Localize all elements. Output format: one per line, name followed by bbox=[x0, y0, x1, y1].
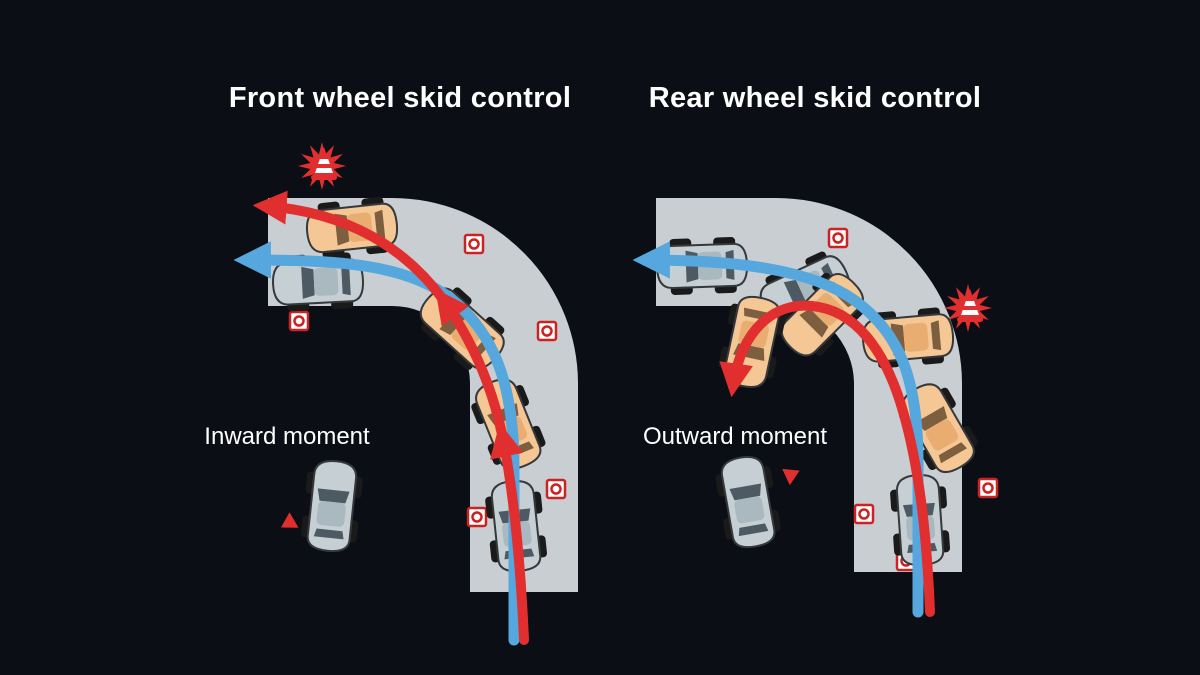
car-icon bbox=[298, 457, 366, 555]
moment-label: Outward moment bbox=[642, 423, 828, 450]
road-marker-icon bbox=[288, 310, 310, 332]
car-icon bbox=[711, 451, 785, 553]
road-marker-icon bbox=[827, 227, 849, 249]
road-marker-icon bbox=[545, 478, 567, 500]
skid-path-arrow bbox=[252, 190, 529, 645]
panel-title: Front wheel skid control bbox=[228, 82, 572, 114]
front-wheel-skid-canvas bbox=[233, 0, 578, 646]
moment-label: Inward moment bbox=[204, 423, 370, 450]
controlled-path-arrow bbox=[632, 241, 924, 618]
road-marker-icon bbox=[536, 320, 558, 342]
moment-direction-arrow-icon bbox=[281, 512, 299, 528]
panel-title: Rear wheel skid control bbox=[648, 82, 982, 114]
moment-direction-arrow-icon bbox=[782, 468, 800, 486]
rear-wheel-skid-canvas bbox=[632, 198, 999, 618]
road-marker-icon bbox=[466, 506, 488, 528]
road-marker-icon bbox=[463, 233, 485, 255]
skid-path-arrow bbox=[719, 300, 935, 617]
road-marker-icon bbox=[853, 503, 875, 525]
road-marker-icon bbox=[977, 477, 999, 499]
crash-cone-icon bbox=[298, 142, 346, 190]
